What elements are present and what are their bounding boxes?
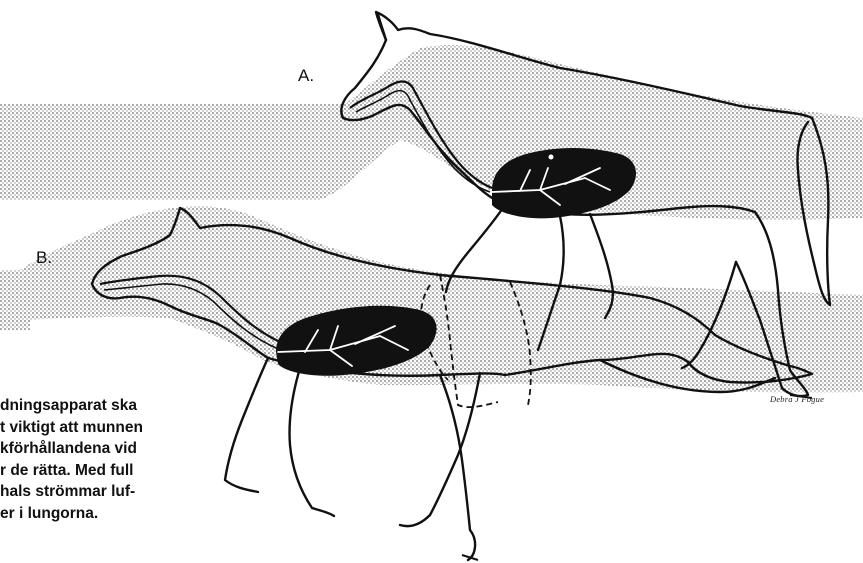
- label-horse-a: A.: [298, 66, 314, 86]
- caption-line: r de rätta. Med full: [0, 460, 230, 482]
- caption-line: kförhållandena vid: [0, 438, 230, 460]
- airflow-band-b: [20, 206, 863, 392]
- caption-text: dningsapparat ska t viktigt att munnen k…: [0, 395, 230, 524]
- caption-line: er i lungorna.: [0, 503, 230, 525]
- horse-a-lung-dot: [549, 155, 554, 160]
- caption-line: hals strömmar luf-: [0, 481, 230, 503]
- caption-line: dningsapparat ska: [0, 395, 230, 417]
- caption-line: t viktigt att munnen: [0, 417, 230, 439]
- artist-signature: Debra J Fogue: [770, 394, 824, 404]
- label-horse-b: B.: [36, 248, 52, 268]
- airflow-band-a: [0, 45, 863, 220]
- airflow-band-b-left: [0, 270, 30, 330]
